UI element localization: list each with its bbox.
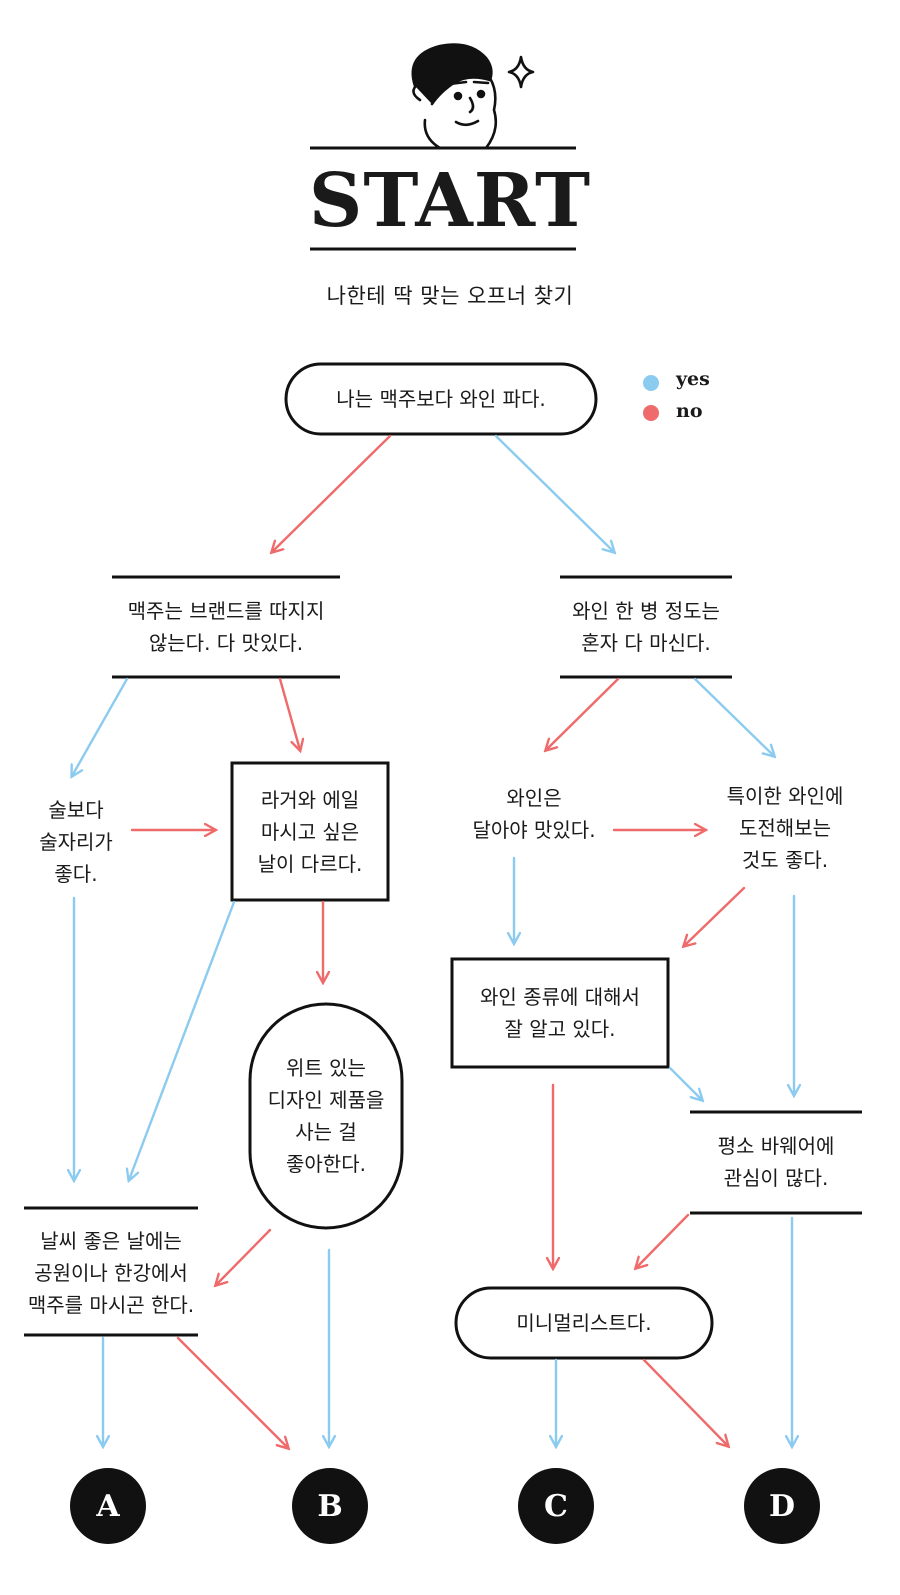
result-c: C	[518, 1468, 594, 1544]
node-shape-lager-ale	[230, 761, 390, 902]
node-sweet-wine-text: 와인은 달아야 맛있다.	[472, 786, 596, 842]
node-witty-design-text: 위트 있는 디자인 제품을 사는 걸 좋아한다.	[267, 1056, 385, 1176]
legend-no-label: no	[676, 400, 703, 422]
arrow-q1-no	[272, 434, 392, 552]
legend-yes-label: yes	[676, 368, 710, 390]
node-shape-park-beer	[24, 1206, 198, 1337]
node-shape-minimalist	[454, 1286, 714, 1360]
node-shape-witty-design	[248, 1002, 404, 1230]
page-subtitle: 나한테 딱 맞는 오프너 찾기	[326, 284, 574, 308]
start-title: START	[308, 158, 592, 244]
arrow-unique-wine-no	[684, 886, 746, 946]
result-a: A	[70, 1468, 146, 1544]
arrow-wine-bottle-no	[546, 677, 620, 750]
node-park-beer-text: 날씨 좋은 날에는 공원이나 한강에서 맥주를 마시곤 한다.	[27, 1229, 195, 1317]
arrow-witty-design-no	[216, 1228, 272, 1285]
node-shape-beer-brand	[112, 575, 340, 679]
node-barwear-text: 평소 바웨어에 관심이 많다.	[717, 1134, 835, 1190]
result-b: B	[292, 1468, 368, 1544]
arrow-minimalist-no	[642, 1358, 728, 1446]
node-q1-text: 나는 맥주보다 와인 파다.	[336, 387, 546, 411]
node-shape-wine-bottle	[560, 575, 732, 679]
arrow-wine-types-yes	[668, 1066, 702, 1100]
node-shape-q1	[284, 362, 598, 436]
node-shape-wine-types	[450, 957, 670, 1069]
sparkle-icon	[507, 55, 535, 89]
legend-no-dot	[643, 405, 659, 421]
arrow-park-beer-no	[176, 1336, 288, 1448]
node-wine-bottle-text: 와인 한 병 정도는 혼자 다 마신다.	[572, 599, 720, 655]
arrow-barwear-no	[636, 1213, 690, 1268]
node-shape-barwear	[690, 1110, 862, 1215]
arrow-lager-ale-yes	[129, 900, 236, 1180]
character-face-icon	[411, 43, 498, 150]
result-d: D	[744, 1468, 820, 1544]
arrow-beer-brand-no	[278, 677, 300, 750]
node-drinking-place-text: 술보다 술자리가 좋다.	[39, 798, 113, 886]
node-wine-types-text: 와인 종류에 대해서 잘 알고 있다.	[480, 985, 640, 1041]
arrow-wine-bottle-yes	[693, 677, 774, 756]
arrow-q1-yes	[494, 434, 614, 552]
node-unique-wine-text: 특이한 와인에 도전해보는 것도 좋다.	[726, 784, 844, 872]
arrow-beer-brand-yes	[72, 677, 129, 776]
node-minimalist-text: 미니멀리스트다.	[516, 1311, 652, 1335]
legend-yes-dot	[643, 375, 659, 391]
node-lager-ale-text: 라거와 에일 마시고 싶은 날이 다르다.	[257, 787, 363, 876]
node-beer-brand-text: 맥주는 브랜드를 따지지 않는다. 다 맛있다.	[127, 599, 325, 655]
